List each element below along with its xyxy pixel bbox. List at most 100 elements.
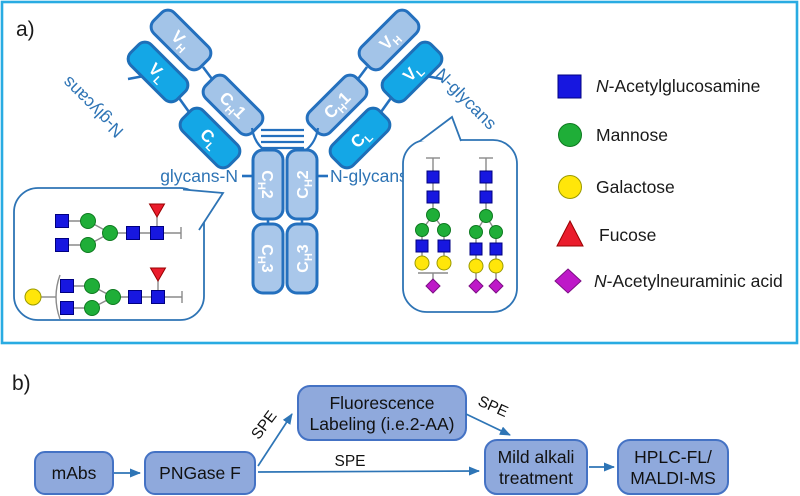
flow-box-label-line1: Fluorescence	[329, 393, 434, 413]
ch3-label-num: 3	[258, 264, 275, 273]
svg-text:CH3: CH3	[255, 244, 275, 273]
legend-label-prefix: N	[594, 271, 607, 291]
legend-label-rest: -Acetylglucosamine	[609, 76, 761, 96]
link-vh-ch1-left	[201, 66, 214, 80]
mannose-circle	[437, 223, 451, 237]
mannose-circle	[489, 225, 503, 239]
mannose-circle	[84, 278, 100, 294]
svg-text:CH2: CH2	[255, 170, 275, 199]
domain-vh-right: VH	[357, 8, 421, 72]
galactose-circle	[488, 258, 504, 274]
fc-right-glycans-label: N-glycans	[330, 166, 408, 186]
galactose-circle	[24, 288, 42, 306]
left-glycan-callout	[13, 187, 225, 321]
mannose-circle	[415, 223, 429, 237]
mannose-circle	[426, 208, 440, 222]
mannose-circle	[479, 209, 493, 223]
flow-box-fluorescence-labeling: Fluorescence Labeling (i.e.2-AA)	[297, 385, 467, 441]
arrow-pngase-to-fluorescence	[257, 413, 293, 467]
glcnac-square	[55, 214, 69, 228]
domain-ch1-left: CH1	[201, 73, 265, 137]
neu5ac-diamond	[468, 278, 484, 294]
legend-label-rest: -Acetylneuraminic acid	[607, 271, 783, 291]
legend-label-rest: Fucose	[599, 225, 656, 245]
glcnac-square	[60, 301, 74, 315]
domain-ch1-right: CH1	[305, 73, 369, 137]
glcnac-square	[479, 170, 493, 184]
legend-label-prefix: N	[596, 76, 609, 96]
bracket	[55, 274, 61, 320]
domain-ch2-left: CH2	[251, 148, 285, 221]
fucose-triangle	[149, 267, 167, 283]
galactose-circle	[436, 255, 452, 271]
domain-ch2-right: CH2	[285, 148, 319, 221]
yellow-circle-icon	[558, 175, 582, 199]
glcnac-square	[415, 239, 429, 253]
mannose-circle	[469, 225, 483, 239]
legend-label: Mannose	[596, 125, 668, 145]
domain-vl-left: VL	[126, 40, 190, 104]
glcnac-square	[128, 290, 142, 304]
ch2-label: C	[258, 170, 275, 182]
ch3-label-num: 3	[295, 244, 312, 253]
glycan-structure-galactosylated	[24, 267, 183, 320]
neu5ac-diamond	[488, 278, 504, 294]
ch2-label: C	[295, 187, 312, 199]
right-callout-pointer	[419, 115, 462, 142]
glcnac-square	[60, 279, 74, 293]
ch2-label-sub: H	[303, 179, 315, 187]
red-triangle-icon	[556, 219, 584, 247]
link-vl-cl-left	[177, 97, 191, 113]
ch3-label-sub: H	[303, 253, 315, 261]
glcnac-square	[469, 242, 483, 256]
sialylated-glycan-tree-2	[468, 157, 504, 294]
panel-b: b) mAbs PNGase F Fluorescence Labeling (…	[12, 372, 729, 495]
panel-b-tag: b)	[12, 372, 31, 395]
flow-box-label-line2: treatment	[499, 468, 573, 488]
mannose-circle	[80, 213, 96, 229]
galactose-circle	[468, 258, 484, 274]
domain-cl-right: CL	[328, 106, 392, 170]
ch3-label: C	[258, 244, 275, 256]
link-vh-ch1-right	[356, 66, 369, 80]
mannose-circle	[84, 300, 100, 316]
glcnac-square	[437, 239, 451, 253]
legend-label-rest: Mannose	[596, 125, 668, 145]
glcnac-square	[126, 226, 140, 240]
glcnac-square	[426, 170, 440, 184]
glcnac-square	[55, 238, 69, 252]
legend-item-neu5ac: N-Acetylneuraminic acid	[554, 268, 783, 294]
magenta-diamond-icon	[554, 268, 582, 294]
mannose-circle	[102, 225, 118, 241]
flow-box-label-line1: HPLC-FL/	[634, 447, 712, 467]
arrow-fluorescence-to-mild-alkali	[465, 413, 511, 436]
legend-item-fucose: Fucose	[556, 219, 656, 247]
legend-label-rest: Galactose	[596, 177, 675, 197]
blue-square-icon	[557, 74, 582, 99]
ch3-label-sub: H	[255, 256, 267, 264]
fucose-triangle	[148, 203, 166, 219]
left-callout-pointer	[182, 188, 225, 231]
mannose-circle	[105, 289, 121, 305]
legend-item-galactose: Galactose	[558, 175, 675, 199]
flow-box-hplc-maldi: HPLC-FL/ MALDI-MS	[617, 439, 729, 495]
domain-vl-right: VL	[380, 40, 444, 104]
spe-label-middle: SPE	[334, 453, 365, 470]
mannose-circle	[80, 237, 96, 253]
panel-a-tag: a)	[16, 18, 35, 41]
domain-cl-left: CL	[178, 106, 242, 170]
legend-label: Galactose	[596, 177, 675, 197]
ch3-label: C	[295, 261, 312, 273]
hinge-region	[250, 127, 320, 151]
domain-ch3-left: CH3	[251, 222, 285, 295]
glcnac-square	[489, 242, 503, 256]
glcnac-square	[151, 290, 165, 304]
ch2-label-sub: H	[255, 182, 267, 190]
flow-box-label: PNGase F	[159, 463, 241, 483]
legend-item-glcnac: N-Acetylglucosamine	[557, 74, 760, 99]
domain-vh-left: VH	[149, 8, 213, 72]
legend: N-Acetylglucosamine Mannose Galactose Fu…	[554, 74, 783, 294]
legend-label: N-Acetylglucosamine	[596, 76, 760, 96]
